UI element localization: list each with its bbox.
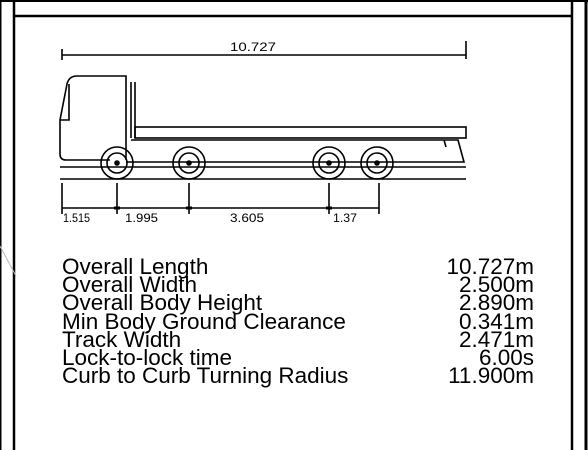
segment-dim-label: 1.515 — [63, 213, 90, 225]
spec-value: 6.00s — [478, 345, 534, 371]
spec-row: Overall Width 2.500m — [62, 272, 534, 298]
spec-label: Min Body Ground Clearance — [62, 308, 346, 334]
spec-table: Overall Length 10.727m Overall Width 2.5… — [62, 254, 534, 389]
spec-row: Overall Body Height 2.890m — [62, 290, 534, 316]
spec-row: Lock-to-lock time 6.00s — [62, 345, 534, 371]
spec-label: Curb to Curb Turning Radius — [62, 363, 349, 389]
overall-length-dim-label: 10.727 — [230, 42, 276, 54]
truck-outline — [59, 41, 467, 214]
flatbed-deck — [134, 126, 467, 139]
spec-label: Lock-to-lock time — [62, 345, 233, 371]
cab-window — [60, 84, 70, 121]
rear-wheel-1 — [312, 146, 346, 180]
spec-row: Curb to Curb Turning Radius 11.900m — [62, 363, 534, 389]
guide-line — [0, 245, 17, 277]
dimension-labels: 10.727 1.515 1.995 3.605 1.37 — [63, 42, 357, 225]
spec-value: 10.727m — [446, 254, 534, 279]
segment-dim-label: 3.605 — [230, 213, 264, 225]
rear-wheel-2 — [360, 146, 394, 180]
spec-label: Overall Body Height — [62, 290, 263, 316]
front-wheel — [100, 146, 134, 180]
spec-value: 2.890m — [458, 290, 534, 316]
segment-dim-label: 1.37 — [333, 213, 357, 225]
spec-value: 0.341m — [458, 308, 534, 334]
spec-label: Overall Length — [62, 254, 209, 279]
chassis-rail — [126, 139, 466, 163]
spec-row: Track Width 2.471m — [62, 326, 534, 352]
spec-label: Overall Width — [62, 272, 198, 298]
spec-value: 2.471m — [458, 326, 534, 352]
spec-row: Min Body Ground Clearance 0.341m — [62, 308, 534, 334]
drive-wheel — [172, 146, 206, 180]
spec-value: 11.900m — [448, 363, 534, 389]
truck-cab — [59, 75, 127, 161]
rear-marker — [443, 139, 447, 148]
spec-label: Track Width — [62, 326, 182, 352]
spec-row: Overall Length 10.727m — [62, 254, 534, 279]
spec-value: 2.500m — [458, 272, 534, 298]
segment-dim-label: 1.995 — [125, 213, 158, 225]
